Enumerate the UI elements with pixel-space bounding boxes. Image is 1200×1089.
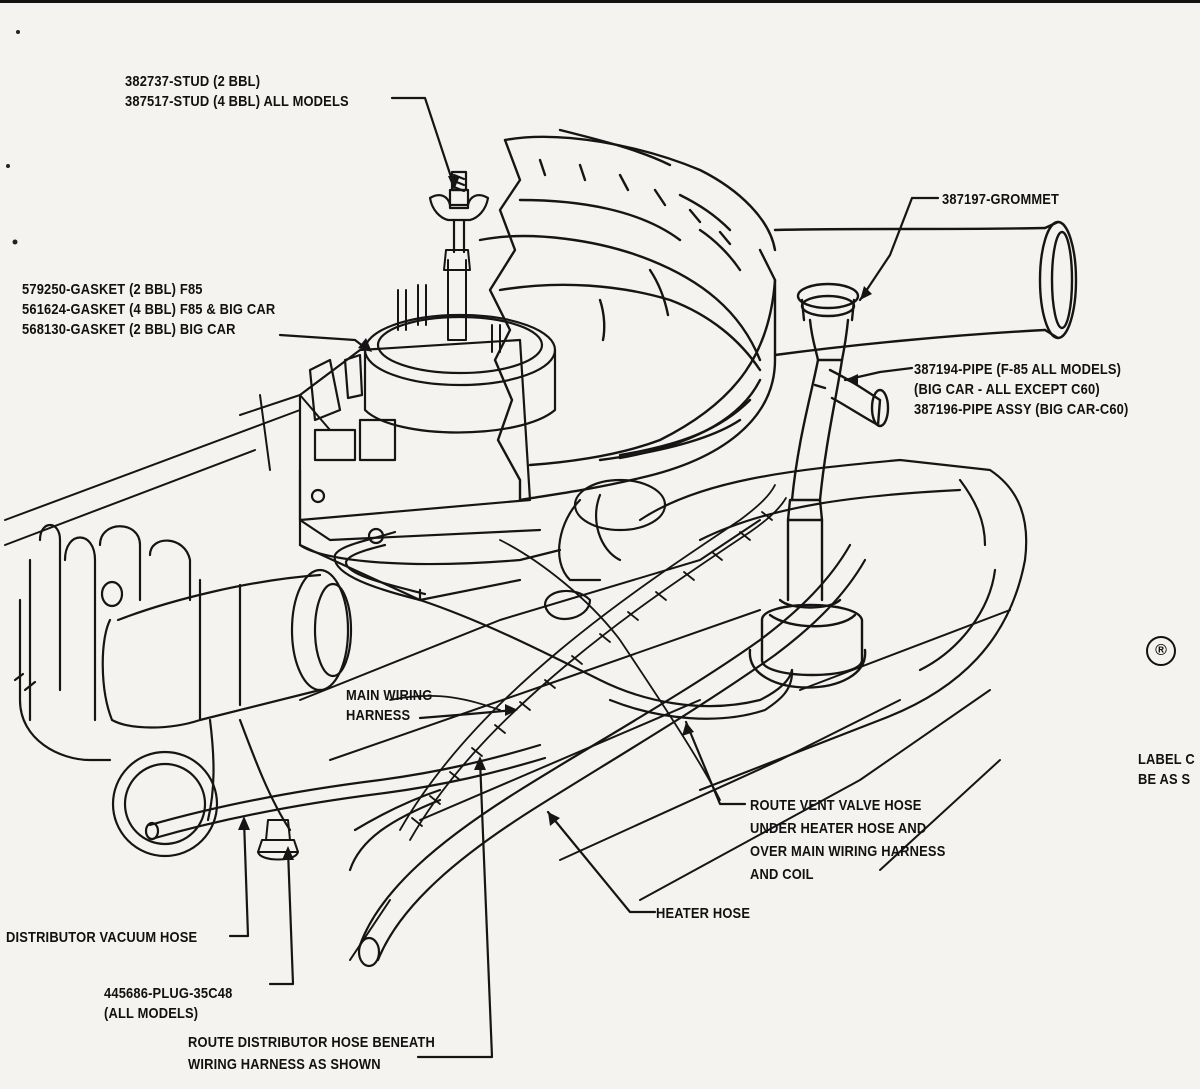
wiring-harness — [389, 484, 787, 841]
vent-valve-hose — [333, 530, 794, 720]
gasket-label: 579250-GASKET (2 BBL) F85 561624-GASKET … — [22, 280, 275, 340]
pipe-label-line-1: 387194-PIPE (F-85 ALL MODELS) — [914, 361, 1122, 378]
route-vent-line-4: AND COIL — [750, 866, 814, 883]
leader-lines — [228, 96, 940, 1059]
stud-label: 382737-STUD (2 BBL) 387517-STUD (4 BBL) … — [125, 72, 349, 112]
stud-label-line-1: 382737-STUD (2 BBL) — [125, 73, 261, 90]
pipe-label: 387194-PIPE (F-85 ALL MODELS) (BIG CAR -… — [914, 360, 1129, 420]
gasket-label-line-1: 579250-GASKET (2 BBL) F85 — [22, 281, 203, 298]
plug-label: 445686-PLUG-35C48 (ALL MODELS) — [104, 984, 232, 1024]
air-cleaner — [478, 128, 777, 502]
route-vent-line-3: OVER MAIN WIRING HARNESS — [750, 843, 946, 860]
stud-label-line-2: 387517-STUD (4 BBL) ALL MODELS — [125, 93, 349, 110]
registered-mark: ® — [1146, 636, 1176, 666]
label-partial-line-2: BE AS S — [1138, 771, 1191, 788]
route-distributor-line-1: ROUTE DISTRIBUTOR HOSE BENEATH — [188, 1034, 435, 1051]
plug-fitting — [257, 819, 299, 861]
gasket-label-line-2: 561624-GASKET (4 BBL) F85 & BIG CAR — [22, 301, 276, 318]
route-vent-line-1: ROUTE VENT VALVE HOSE — [750, 797, 922, 814]
gasket-label-line-3: 568130-GASKET (2 BBL) BIG CAR — [22, 321, 236, 338]
grommet-label: 387197-GROMMET — [942, 191, 1060, 208]
main-wiring-harness-label: MAIN WIRING HARNESS — [346, 686, 432, 726]
scan-specks — [6, 30, 20, 245]
pipe-label-line-3: 387196-PIPE ASSY (BIG CAR-C60) — [914, 401, 1129, 418]
coil-assembly — [13, 523, 353, 858]
pipe-label-line-2: (BIG CAR - ALL EXCEPT C60) — [914, 381, 1100, 398]
route-distributor-label: ROUTE DISTRIBUTOR HOSE BENEATH WIRING HA… — [188, 1032, 435, 1076]
engine-block — [4, 394, 1011, 961]
route-vent-label: ROUTE VENT VALVE HOSE UNDER HEATER HOSE … — [750, 794, 945, 886]
air-cleaner-snorkel — [773, 220, 1078, 357]
distributor-vacuum-hose-label: DISTRIBUTOR VACUUM HOSE — [6, 929, 198, 946]
top-border — [0, 0, 1200, 3]
plug-label-line-1: 445686-PLUG-35C48 — [104, 985, 233, 1002]
heater-hose-label: HEATER HOSE — [656, 905, 751, 922]
main-wiring-harness-line-2: HARNESS — [346, 707, 411, 724]
pcv-pipe — [748, 282, 890, 689]
label-partial-line-1: LABEL C — [1138, 751, 1195, 768]
route-distributor-line-2: WIRING HARNESS AS SHOWN — [188, 1056, 381, 1073]
carburetor — [298, 313, 667, 621]
plug-label-line-2: (ALL MODELS) — [104, 1005, 199, 1022]
main-wiring-harness-line-1: MAIN WIRING — [346, 687, 433, 704]
route-vent-line-2: UNDER HEATER HOSE AND — [750, 820, 927, 837]
wing-nut-stud — [428, 170, 490, 254]
carburetor-studs — [397, 249, 501, 353]
arrowheads — [238, 176, 872, 860]
label-partial-text: LABEL C BE AS S — [1138, 750, 1195, 790]
